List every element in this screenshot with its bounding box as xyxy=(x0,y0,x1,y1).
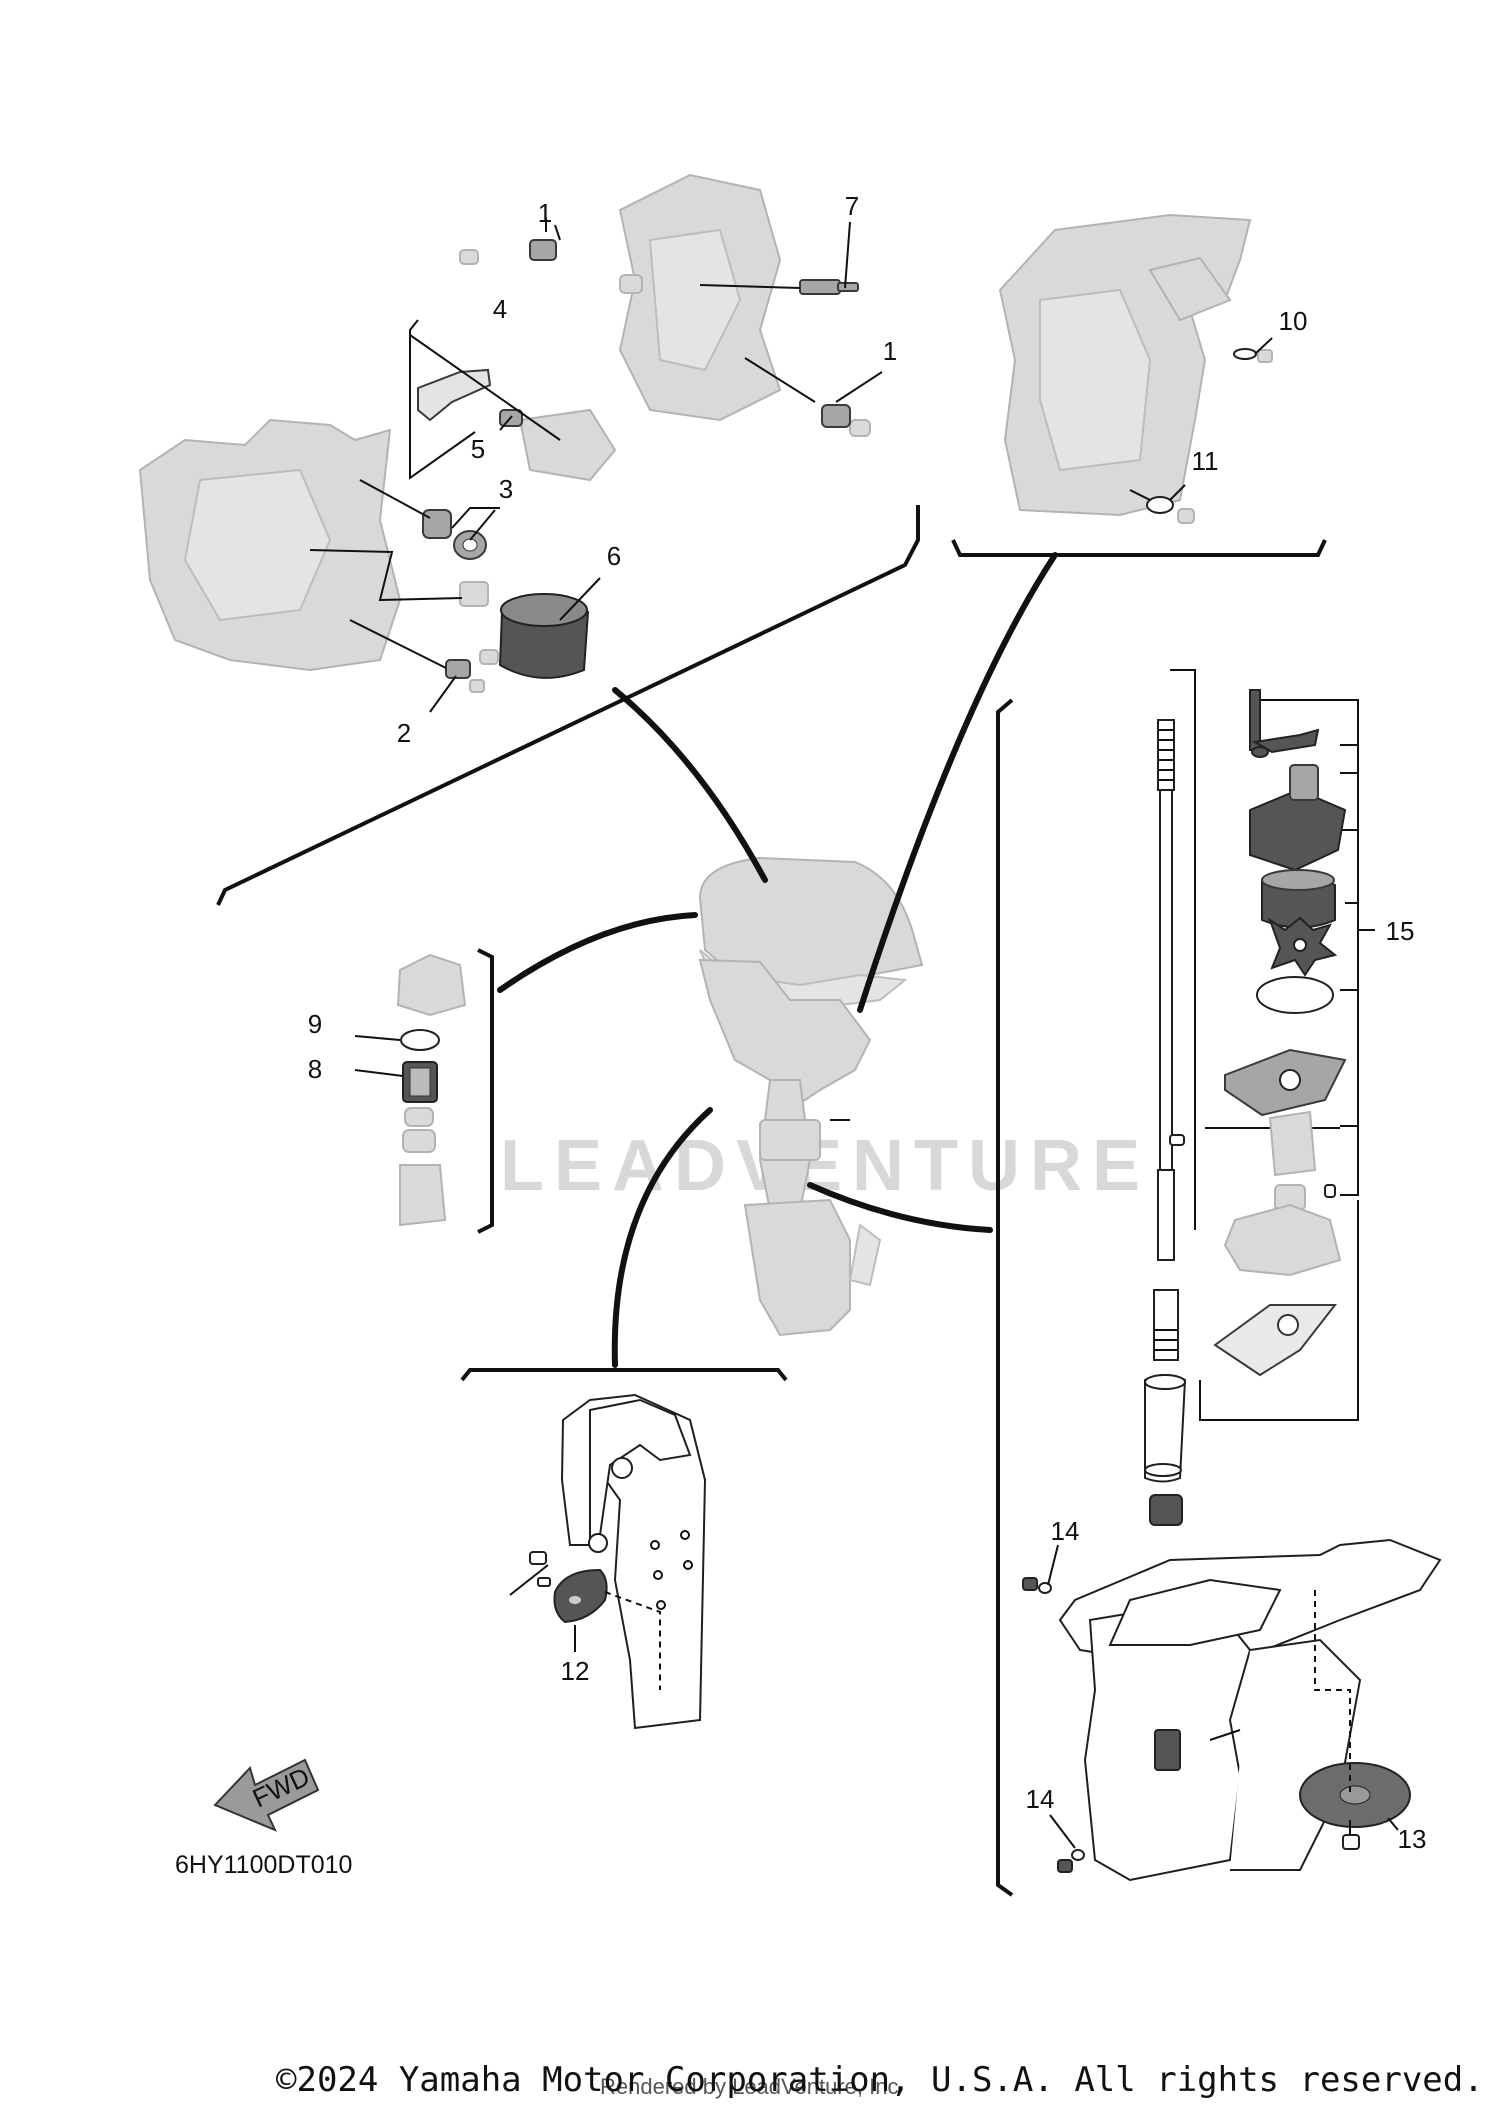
callout-4: 4 xyxy=(493,294,507,324)
part-1-plug-lower[interactable] xyxy=(821,404,851,428)
part-10-o-ring[interactable] xyxy=(1233,348,1257,360)
callout-9: 9 xyxy=(308,1009,322,1039)
part-3-thermostat[interactable] xyxy=(422,509,487,560)
callout-6: 6 xyxy=(607,541,621,571)
powerhead-group: 1 7 1 4 5 3 6 2 xyxy=(138,173,920,906)
callout-7: 7 xyxy=(845,191,859,221)
callout-13: 13 xyxy=(1398,1824,1427,1854)
part-2-drain-plug[interactable] xyxy=(445,659,471,679)
callout-11: 11 xyxy=(1192,446,1219,476)
crankcase-group: 10 11 xyxy=(951,213,1327,557)
callout-5: 5 xyxy=(471,434,485,464)
gearcase[interactable] xyxy=(1058,1538,1442,1882)
part-11-o-ring[interactable] xyxy=(1146,496,1174,514)
fuel-filter-group: 9 8 xyxy=(308,948,494,1234)
callout-15: 15 xyxy=(1386,916,1415,946)
callout-14-lower: 14 xyxy=(1026,1784,1055,1814)
callout-1-upper: 1 xyxy=(538,198,552,228)
callout-3: 3 xyxy=(499,474,513,504)
part-6-oil-filter[interactable] xyxy=(498,593,590,679)
part-1-plug-upper[interactable] xyxy=(529,239,557,261)
lower-unit-group: 15 13 14 14 xyxy=(996,669,1442,1897)
part-15-water-pump-kit[interactable] xyxy=(1169,689,1375,1421)
callout-8: 8 xyxy=(308,1054,322,1084)
part-13-trim-tab-anode[interactable] xyxy=(1299,1762,1411,1828)
part-9-o-ring[interactable] xyxy=(400,1029,440,1051)
drive-shaft-sleeve xyxy=(1144,1374,1187,1483)
part-12-anode[interactable] xyxy=(553,1568,608,1624)
outboard-motor xyxy=(698,856,924,1337)
callout-10: 10 xyxy=(1279,306,1308,336)
callout-1-lower: 1 xyxy=(883,336,897,366)
copyright-notice: ©2024 Yamaha Motor Corporation, U.S.A. A… xyxy=(276,2060,1484,2100)
part-7-spark-plug[interactable] xyxy=(799,279,859,295)
part-14-grease-nipple-upper[interactable] xyxy=(1022,1577,1052,1594)
callout-12: 12 xyxy=(561,1656,590,1686)
diagram-code: 6HY1100DT010 xyxy=(175,1851,352,1879)
fwd-arrow-icon: FWD xyxy=(213,1758,320,1832)
part-8-filter-element[interactable] xyxy=(402,1061,438,1103)
part-4-gasket[interactable] xyxy=(417,368,492,422)
callout-14-upper: 14 xyxy=(1051,1516,1080,1546)
drive-shaft[interactable] xyxy=(1153,719,1179,1361)
clamp-bracket-group: 12 xyxy=(460,1368,788,1730)
callout-2: 2 xyxy=(397,718,411,748)
render-credit: Rendered by LeadVenture, Inc xyxy=(600,2074,898,2099)
part-14-grease-nipple-lower[interactable] xyxy=(1057,1849,1085,1873)
